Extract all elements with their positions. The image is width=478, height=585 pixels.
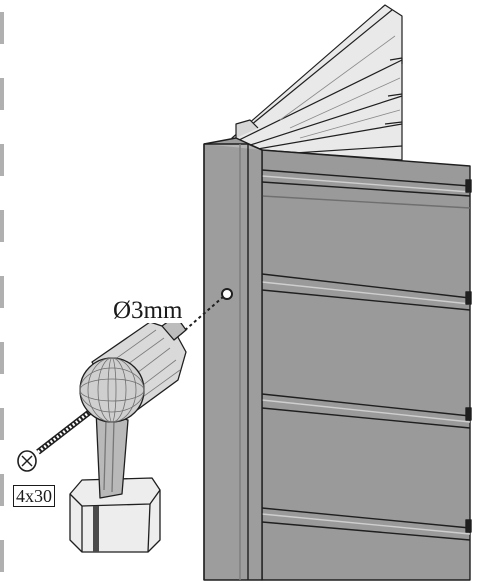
drill-guide-line [175, 296, 224, 339]
screw-icon [17, 401, 102, 472]
drill-icon [69, 315, 187, 553]
screw-size-label: 4x30 [13, 485, 55, 507]
corner-post [203, 137, 263, 581]
drill-size-label: Ø3mm [111, 297, 185, 324]
margin-marks [0, 12, 4, 572]
screw-head-cross-icon [21, 455, 33, 467]
wall-panel [247, 143, 472, 581]
roof-siding [231, 4, 403, 161]
